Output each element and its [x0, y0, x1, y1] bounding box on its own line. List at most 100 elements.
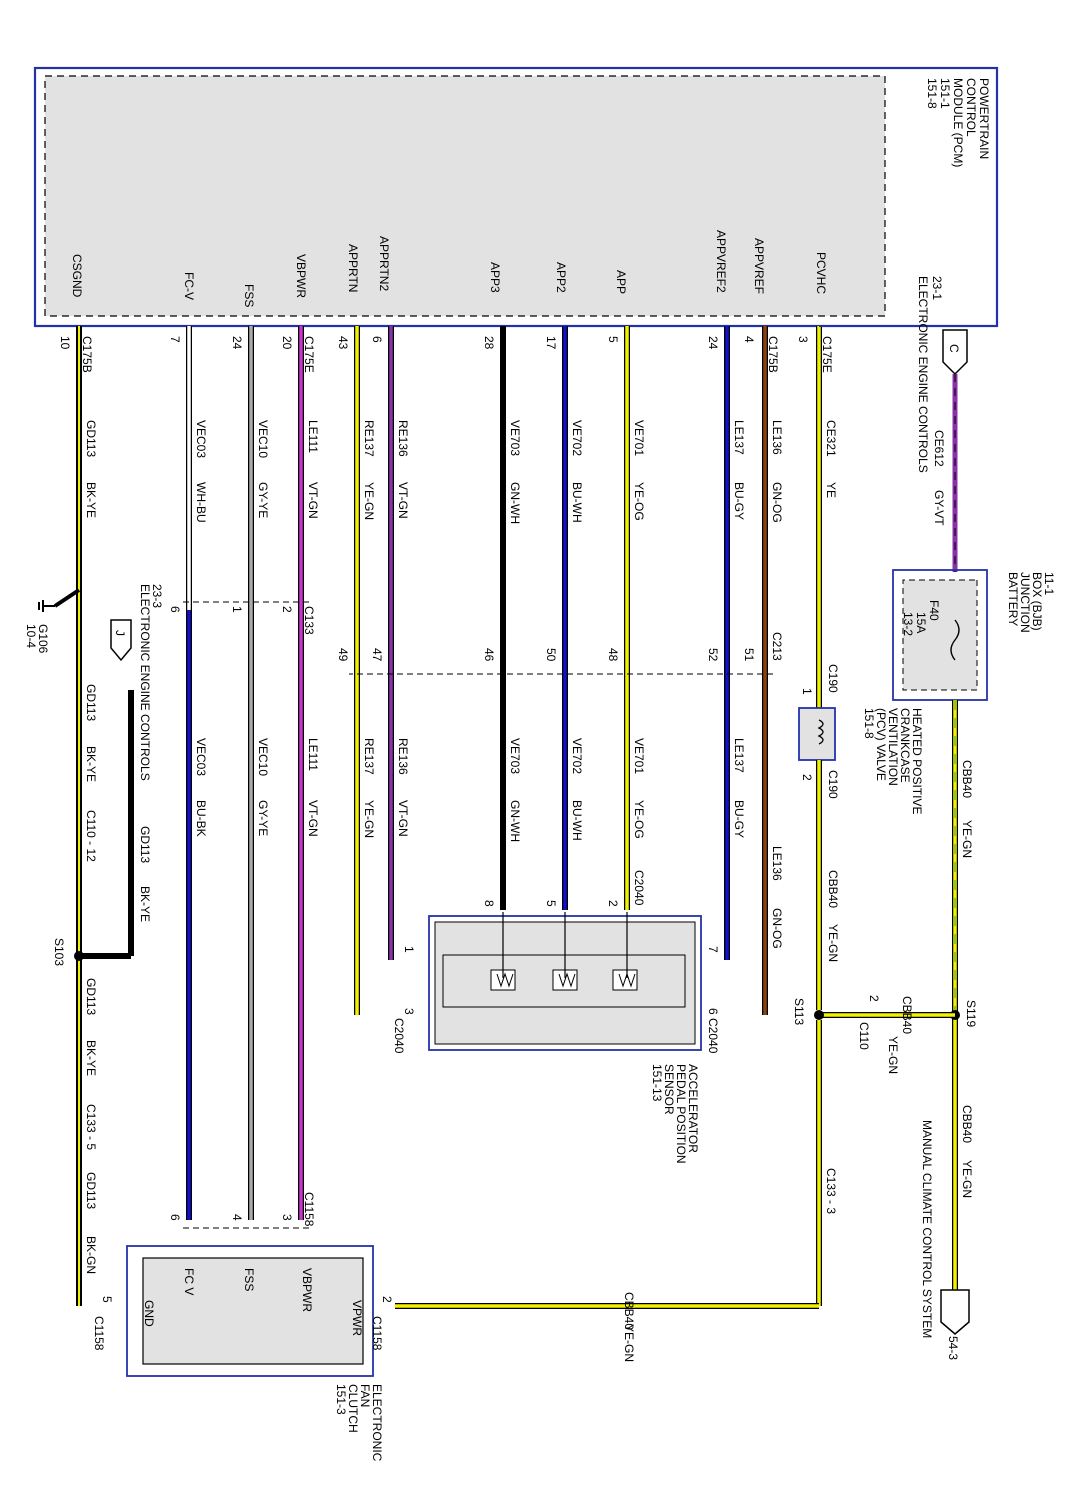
gnd-seg1-color: BK-YE	[84, 746, 98, 782]
pcm-pin-fcv: FC-V	[182, 272, 196, 300]
bjb-rating: 15A	[914, 612, 928, 633]
h11-conn: C175B	[80, 336, 94, 373]
h11-circuit: GD113	[84, 420, 98, 457]
app-pin-7: 7	[706, 946, 720, 953]
gnd-seg2-circuit: GD113	[84, 978, 98, 1015]
pcm-title-5: 151-8	[925, 78, 939, 109]
s119-label: S119	[964, 1000, 978, 1027]
h9-pin: 24	[230, 336, 244, 350]
h5-circuit: VE703	[508, 420, 522, 456]
pcm-pin-app: APP	[614, 270, 628, 294]
s113-label: S113	[792, 998, 806, 1025]
h7-circuit: RE137	[362, 420, 376, 457]
connector-c-page: 23-1	[930, 276, 944, 300]
pcm-pin-vbpwr: VBPWR	[294, 254, 308, 298]
c213-pin-50: 50	[544, 648, 558, 662]
gnd-seg2-color: BK-YE	[84, 1040, 98, 1076]
battery-junction-box: F40 15A 13-2 BATTERY JUNCTION BOX (BJB) …	[892, 569, 1056, 701]
ce612-circuit: CE612	[932, 430, 946, 467]
ce612-color: GY-VT	[932, 490, 946, 526]
h0-color: YE	[824, 482, 838, 498]
pcm-harness	[76, 325, 823, 1306]
pcv-title-2: CRANKCASE	[898, 708, 912, 783]
middle-circuit-labels: LE136 GN-OG LE137 BU-GY VE701 YE-OG VE70…	[194, 738, 784, 949]
connector-c[interactable]: C 23-1 ELECTRONIC ENGINE CONTROLS CE612 …	[916, 276, 968, 572]
ground-chain: GD113 BK-YE C110 - 12 S103 GD113 BK-YE C…	[52, 684, 98, 1274]
app-pin-2: 2	[606, 900, 620, 907]
h5-color: GN-WH	[508, 482, 522, 524]
pcm-pin-fss: FSS	[242, 284, 256, 307]
connector-j[interactable]: J 23-3 ELECTRONIC ENGINE CONTROLS GD113 …	[79, 584, 164, 959]
connector-j-color: BK-YE	[138, 886, 152, 922]
h0-conn: C175E	[820, 336, 834, 373]
pcm-pin-app2: APP2	[554, 262, 568, 293]
pcm-title-3: MODULE (PCM)	[951, 78, 965, 167]
h9-circuit: VEC10	[256, 420, 270, 458]
manual-title: MANUAL CLIMATE CONTROL SYSTEM	[920, 1120, 934, 1338]
connector-j-letter: J	[113, 630, 127, 636]
app-pin-1: 1	[402, 946, 416, 953]
gnd-c133-label: C133 - 5	[84, 1104, 98, 1150]
connector-c-letter: C	[947, 344, 961, 353]
cbb40-mid-color: YE-GN	[826, 924, 840, 962]
fan-vpwr-conn: C1158	[370, 1316, 384, 1351]
app-title-1: ACCELERATOR	[686, 1064, 700, 1153]
c213-pin-49: 49	[336, 648, 350, 662]
m0-color: GN-OG	[770, 908, 784, 949]
app-title-4: 151-13	[650, 1064, 664, 1102]
h2-pin: 24	[706, 336, 720, 350]
app-pin-6: 6	[706, 1008, 720, 1015]
cbb40-c110-branch: CBB40 YE-GN 2 C110	[820, 995, 914, 1074]
m3-color: BU-WH	[570, 800, 584, 841]
m7-color: VT-GN	[306, 800, 320, 837]
m4-color: GN-WH	[508, 800, 522, 842]
fan-title-1: ELECTRONIC	[370, 1384, 384, 1462]
harness-circuit-labels: CE321 YE LE136 GN-OG LE137 BU-GY VE701 Y…	[84, 420, 838, 524]
connector-j-circuit: GD113	[138, 826, 152, 863]
c213-label: C213	[770, 632, 784, 661]
fan-pin-vpwr: VPWR	[350, 1300, 364, 1336]
splice-s119: S119 CBB40 YE-GN	[875, 1000, 978, 1290]
c133-pin-2: 2	[280, 606, 294, 613]
cbb40-fan-color: YE-GN	[622, 1324, 636, 1362]
splice-s113: S113	[792, 998, 824, 1025]
pcm-pin-app3: APP3	[488, 262, 502, 293]
pcv-valve: C190 1 2 C190 HEATED POSITIVE CRANKCASE …	[798, 664, 924, 814]
fan-c1158-p4: 4	[230, 1214, 244, 1221]
pcm-pin-apprtn: APPRTN	[346, 244, 360, 292]
app-sensor-labels: C2040 8 5 2 7 1 3 6 C2040 C2040 ACCELERA…	[392, 870, 720, 1164]
pcv-title-4: (PCV) VALVE	[874, 708, 888, 781]
c213-pin-47: 47	[370, 648, 384, 662]
c213-pin-52: 52	[706, 648, 720, 662]
manual-climate-connector[interactable]: 54-3 MANUAL CLIMATE CONTROL SYSTEM	[920, 1120, 970, 1360]
pcm-title-1: POWERTRAIN	[977, 78, 991, 159]
fan-vpwr-pin: 2	[380, 1296, 394, 1303]
h6-circuit: RE136	[396, 420, 410, 457]
pcm-pins: PCVHC APPVREF APPVREF2 APP APP2 APP3 APP…	[70, 230, 828, 307]
pcv-title-5: 151-8	[862, 708, 876, 739]
app-conn-left: C2040	[706, 1018, 720, 1054]
fan-clutch: VPWR VBPWR FSS FC V GND C1158 3 4 6 2 C1…	[92, 1192, 394, 1462]
h2-color: BU-GY	[732, 482, 746, 520]
c133-pin-1: 1	[230, 606, 244, 613]
pcm-pin-appvref2: APPVREF2	[714, 230, 728, 293]
h11-pin: 10	[58, 336, 72, 350]
fan-gnd-conn: C1158	[92, 1316, 106, 1351]
m8-circuit: VEC10	[256, 738, 270, 776]
m4-circuit: VE703	[508, 738, 522, 774]
fan-c1158-p3: 3	[280, 1214, 294, 1221]
h0-circuit: CE321	[824, 420, 838, 457]
m5-circuit: RE136	[396, 738, 410, 775]
m6-color: YE-GN	[362, 800, 376, 838]
m9-circuit: VEC03	[194, 738, 208, 776]
app-conn-top: C2040	[632, 870, 646, 906]
h9-color: GY-YE	[256, 482, 270, 518]
s103-label: S103	[52, 938, 66, 966]
m6-circuit: RE137	[362, 738, 376, 775]
fan-title-4: 151-3	[334, 1384, 348, 1415]
ground-g106: G106 10-4	[24, 588, 81, 654]
cbb40-top-circuit: CBB40	[960, 760, 974, 798]
m0-circuit: LE136	[770, 846, 784, 881]
c110-branch-color: YE-GN	[886, 1036, 900, 1074]
